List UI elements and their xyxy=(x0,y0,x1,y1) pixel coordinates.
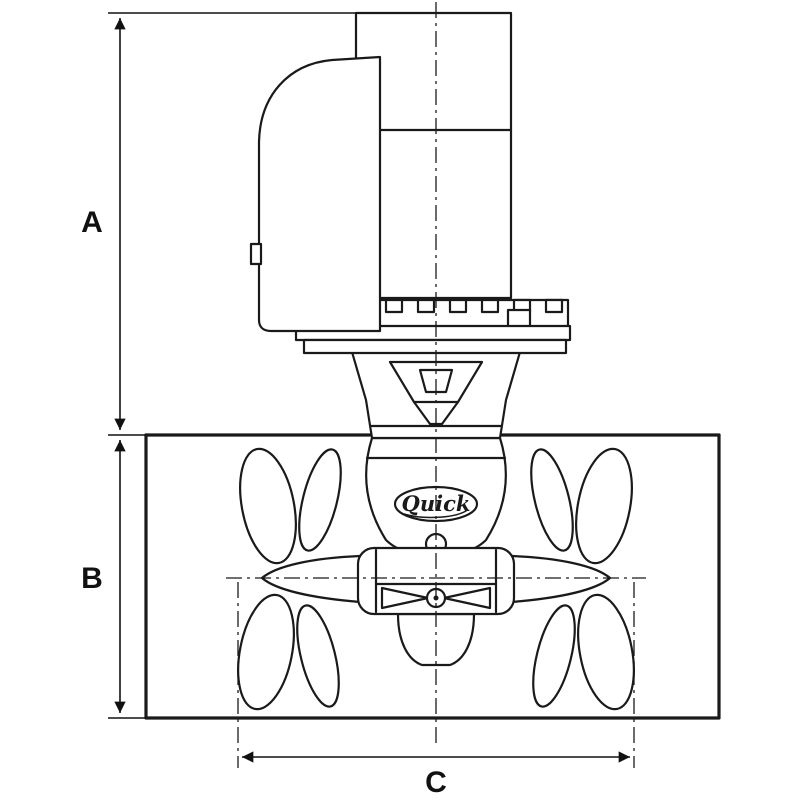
cover-latch xyxy=(249,242,263,266)
propeller-blade xyxy=(530,448,574,552)
dimension-a: A xyxy=(81,12,356,436)
tunnel-section xyxy=(144,433,721,720)
propeller-blade xyxy=(532,604,576,708)
motor-housing xyxy=(354,11,513,300)
dimension-c: C xyxy=(237,582,635,799)
dimension-c-label: C xyxy=(425,766,447,799)
quick-logo: Quick xyxy=(393,485,479,523)
propeller-blade xyxy=(575,447,633,565)
propeller-left xyxy=(237,447,342,711)
lower-gear-housing xyxy=(396,612,476,667)
dimension-b-label: B xyxy=(81,562,103,595)
propeller-blade xyxy=(298,448,342,552)
propeller-blade xyxy=(237,593,295,711)
anode-bowtie xyxy=(380,586,430,610)
dimension-b: B xyxy=(81,440,146,719)
propeller-blade xyxy=(239,447,297,565)
motor-cover xyxy=(249,55,382,333)
propeller-blade xyxy=(296,604,340,708)
anode-bowtie xyxy=(442,586,492,610)
propeller-blade xyxy=(577,593,635,711)
dimension-a-label: A xyxy=(81,206,103,239)
gear-pod: Quick xyxy=(356,436,516,667)
propeller-right xyxy=(530,447,635,711)
